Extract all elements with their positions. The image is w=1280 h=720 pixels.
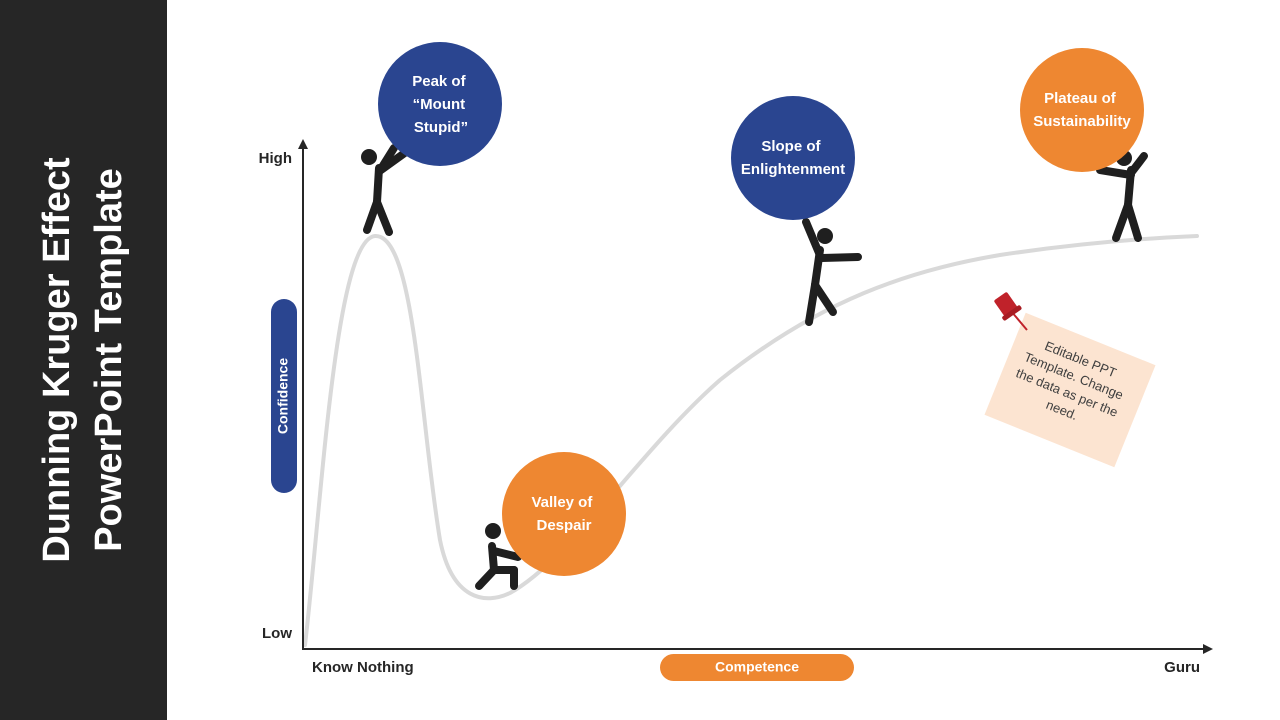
stage-valley-line-1: Valley of (531, 494, 593, 511)
stage-plateau-line-2: Sustainability (1033, 113, 1131, 130)
stage-plateau-line-1: Plateau of (1044, 90, 1117, 107)
stage-slope: Slope of Enlightenment (731, 96, 855, 220)
stage-peak-line-3: Stupid” (414, 119, 468, 136)
stage-plateau: Plateau of Sustainability (1020, 48, 1144, 172)
title-sidebar: Dunning Kruger Effect PowerPoint Templat… (0, 0, 167, 720)
stage-valley-line-2: Despair (536, 517, 591, 534)
figure-valley-icon (475, 523, 522, 590)
competence-pill (660, 654, 854, 681)
sticky-note: Editable PPT Template. Change the data a… (984, 312, 1156, 468)
confidence-curve (303, 233, 1199, 647)
y-axis-low-label: Low (262, 625, 292, 642)
y-axis-high-label: High (259, 150, 292, 167)
x-axis-end-label: Guru (1164, 659, 1200, 676)
stage-peak-line-1: Peak of (412, 73, 466, 90)
figure-peak-icon (361, 144, 410, 236)
stage-slope-line-2: Enlightenment (741, 161, 845, 178)
stage-peak-line-2: “Mount (413, 96, 465, 113)
confidence-label: Confidence (275, 358, 291, 434)
x-axis-start-label: Know Nothing (312, 659, 414, 676)
svg-text:Plateau of Sustainabilit: Plateau of Sustainability (1033, 90, 1131, 130)
competence-label: Competence (715, 659, 799, 675)
stage-valley: Valley of Despair (502, 452, 626, 576)
confidence-pill (271, 299, 297, 493)
figure-slope-icon (802, 218, 862, 326)
figure-plateau-icon (1096, 150, 1148, 242)
stage-slope-line-1: Slope of (761, 138, 821, 155)
svg-text:Peak of “Mount Stu: Peak of “Mount Stupid” (412, 73, 470, 136)
stage-peak: Peak of “Mount Stupid” (378, 42, 502, 166)
svg-text:Valley of Despair: Valley of Despair (531, 494, 596, 534)
push-pin-icon (994, 292, 1028, 331)
svg-text:Slope of Enlightenment: Slope of Enlightenment (741, 138, 845, 178)
